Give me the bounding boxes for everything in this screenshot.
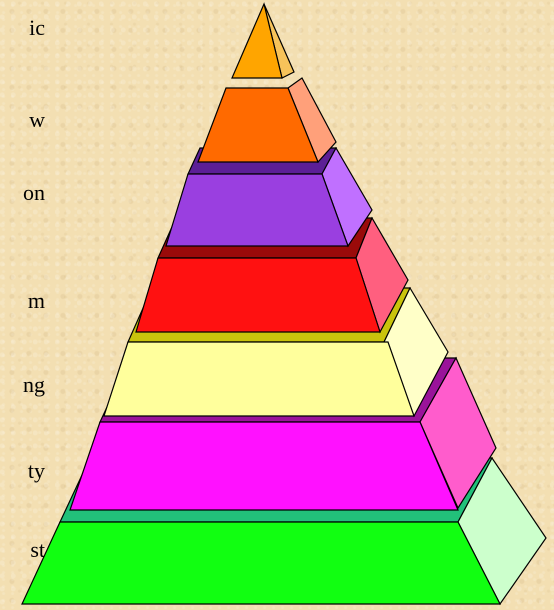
pyramid-layer-1 [232, 4, 294, 78]
pyramid-layer-3 [166, 148, 372, 246]
layer-4-front-face [136, 258, 380, 332]
pyramid-layer-2 [198, 78, 336, 162]
layer-6-front-face [70, 422, 458, 510]
layer-5-front-face [104, 342, 414, 416]
layer-7-front-face [22, 522, 500, 604]
layer-3-front-face [166, 174, 348, 246]
